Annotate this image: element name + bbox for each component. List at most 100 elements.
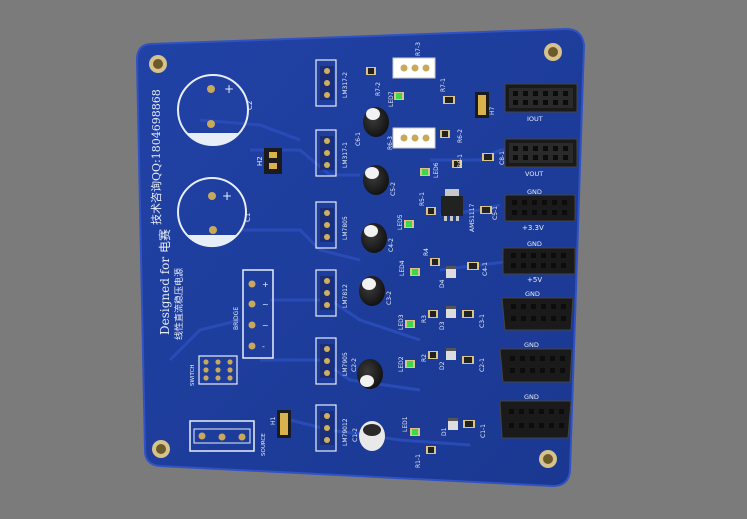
led1[interactable]: LED1 [402,416,420,436]
label-plus-3v3: +3.3V [522,224,544,232]
capacitor-c6-1[interactable]: C6-1 [355,107,389,146]
resistor-r3[interactable]: R3 [421,310,438,323]
resistor-r6-1[interactable]: R6-1 [452,154,464,168]
regulator-lm7905[interactable]: LM7905 [315,337,349,385]
diode-d2[interactable]: D2 [439,348,456,370]
label-c2-2: C2-2 [351,358,358,372]
copper-traces [168,118,520,447]
capacitor-c1[interactable]: + C1 [177,177,252,248]
label-c5-1: C5-1 [492,206,499,220]
label-h7: H7 [489,106,496,115]
label-c5-2: C5-2 [390,182,397,196]
bridge-pin-4: - [262,342,265,351]
power-switch[interactable]: SWITCH [190,355,238,386]
bridge-rectifier[interactable]: + ~ ~ - BRIDGE [233,269,274,359]
diode-d3[interactable]: D3 [439,306,456,330]
resistor-r5-1[interactable]: R5-1 [419,192,436,215]
capacitor-c5-1[interactable]: C5-1 [480,206,499,220]
label-d3: D3 [439,321,446,330]
source-connector[interactable]: SOURCE [189,420,267,456]
label-c4-1: C4-1 [482,262,489,276]
label-h2: H2 [256,156,264,166]
resistor-r2[interactable]: R2 [421,351,438,362]
svg-text:+: + [222,189,232,203]
led5[interactable]: LED5 [397,214,414,230]
label-c6-1: C6-1 [355,132,362,146]
bridge-pin-1: + [262,280,269,289]
label-c3-2: C3-2 [386,291,393,305]
capacitor-c1-1[interactable]: C1-1 [463,420,487,438]
label-c8-1: C8-1 [499,151,506,165]
jumper-h2[interactable]: H2 [256,148,282,174]
bridge-pin-2: ~ [262,300,269,309]
label-d4: D4 [439,279,446,288]
label-r6-3: R6-3 [387,136,394,150]
capacitor-c4-2[interactable]: C4-2 [361,223,395,253]
header-12v[interactable]: GND [501,290,574,331]
resistor-r7-2[interactable]: R7-2 [366,67,382,96]
led7[interactable]: LED7 [388,91,404,107]
header-5v[interactable]: GND +5V [502,240,576,284]
label-r5-1: R5-1 [419,192,426,206]
regulator-ams1117[interactable]: AMS1117 [441,189,476,232]
label-c1-1: C1-1 [480,424,487,438]
resistor-r6-2[interactable]: R6-2 [440,129,464,143]
board-title-block: Designed for 电赛 技术咨询QQ:1804698868 线性直流稳压… [149,89,185,340]
capacitor-c2-2[interactable]: C2-2 [351,358,383,389]
label-c2: C2 [246,101,254,110]
capacitor-c2-1[interactable]: C2-1 [462,356,486,372]
label-r4: R4 [423,248,430,256]
resistor-r4[interactable]: R4 [423,248,440,266]
label-r6-2: R6-2 [457,129,464,143]
jumper-h7[interactable]: H7 [475,92,496,118]
label-r6-1: R6-1 [457,154,464,168]
label-source: SOURCE [261,433,267,456]
regulator-lm7812[interactable]: LM7812 [315,269,349,317]
label-r7-2: R7-2 [375,82,382,96]
label-h1: H1 [270,416,277,425]
capacitor-c1-2[interactable]: C1-2 [352,421,385,451]
label-gnd-minus-5v: GND [524,341,539,349]
label-ams1117: AMS1117 [469,203,476,232]
label-r3: R3 [421,315,428,323]
resistor-r1-1[interactable]: R1-1 [415,446,436,468]
label-iout: IOUT [527,115,543,123]
label-gnd-3v3: GND [527,188,542,196]
label-led3: LED3 [398,314,405,330]
led4[interactable]: LED4 [399,260,420,276]
label-gnd-minus-12v: GND [524,393,539,401]
label-lm7812: LM7812 [342,284,349,308]
capacitor-c3-1[interactable]: C3-1 [462,310,486,328]
capacitor-c4-1[interactable]: C4-1 [467,262,489,276]
jumper-h1[interactable]: H1 [270,410,291,438]
regulator-lm79012[interactable]: LM79012 [315,404,349,452]
header-vout[interactable]: VOUT [504,138,578,178]
regulator-lm317-1[interactable]: LM317-1 [315,129,349,177]
header-minus-5v[interactable]: GND [499,341,573,383]
header-3v3[interactable]: GND +3.3V [504,188,576,232]
label-switch: SWITCH [190,364,196,386]
label-d2: D2 [439,361,446,370]
capacitor-c2[interactable]: + C2 [177,74,254,146]
resistor-r7-1[interactable]: R7-1 [440,78,455,104]
trimmer-r7-3[interactable]: R7-3 [392,42,436,79]
diode-d1[interactable]: D1 [441,418,458,436]
capacitor-c8-1[interactable]: C8-1 [482,151,506,165]
trimmer-r6-3[interactable]: R6-3 [387,127,436,150]
header-minus-12v[interactable]: GND [499,393,572,439]
led2[interactable]: LED2 [398,356,415,372]
label-d1: D1 [441,427,448,436]
capacitor-c5-2[interactable]: C5-2 [363,165,397,196]
regulator-lm7805[interactable]: LM7805 [315,201,349,249]
led3[interactable]: LED3 [398,314,415,330]
label-c4-2: C4-2 [388,238,395,252]
diode-d4[interactable]: D4 [439,266,456,288]
svg-text:+: + [224,82,234,96]
led6[interactable]: LED6 [420,162,440,178]
label-led2: LED2 [398,356,405,372]
capacitor-c3-2[interactable]: C3-2 [359,276,393,306]
header-iout[interactable]: IOUT [504,83,578,123]
regulator-lm317-2[interactable]: LM317-2 [315,59,349,107]
